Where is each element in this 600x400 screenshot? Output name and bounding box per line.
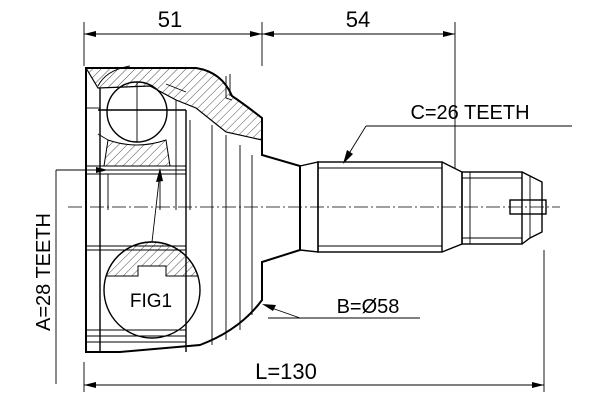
stub-shaft — [299, 161, 547, 253]
dimension-51: 51 — [83, 7, 263, 66]
dimension-overall-length: L=130 — [83, 250, 545, 392]
dimension-54: 54 — [262, 7, 456, 168]
callout-b-diameter: B=Ø58 — [262, 296, 420, 319]
diameter-b-label: B=Ø58 — [337, 296, 400, 318]
dimension-54-label: 54 — [346, 7, 370, 32]
outer-housing — [84, 67, 301, 353]
fig1-label: FIG1 — [130, 291, 172, 312]
overall-length-label: L=130 — [255, 359, 317, 384]
teeth-a-label: A=28 TEETH — [33, 213, 55, 331]
callout-a-teeth: A=28 TEETH — [33, 167, 108, 384]
teeth-c-label: C=26 TEETH — [410, 102, 529, 124]
callout-c-teeth: C=26 TEETH — [343, 102, 572, 164]
dimension-51-label: 51 — [158, 7, 182, 32]
fig1-detail: FIG1 — [103, 168, 201, 339]
ball-cage — [97, 65, 187, 167]
